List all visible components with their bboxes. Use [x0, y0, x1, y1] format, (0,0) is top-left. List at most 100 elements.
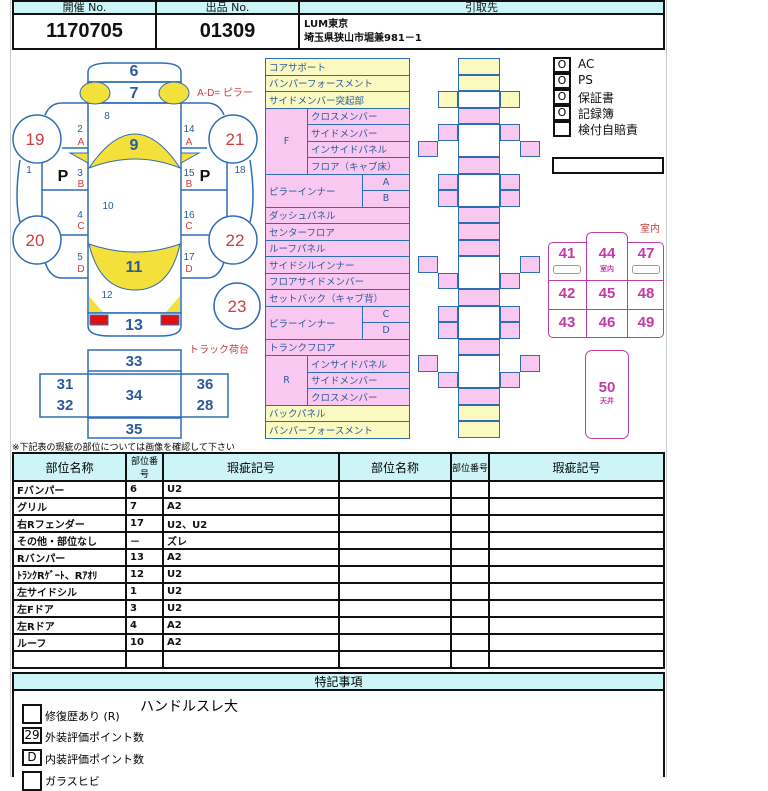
- interior-47[interactable]: 47: [637, 245, 655, 262]
- part-18[interactable]: 18: [234, 165, 246, 176]
- part-10[interactable]: 10: [102, 201, 114, 212]
- frame-square[interactable]: [458, 206, 500, 223]
- frame-square[interactable]: [520, 140, 540, 157]
- frame-square[interactable]: [418, 256, 438, 273]
- frame-square[interactable]: [500, 371, 520, 388]
- frame-rear-inside-panel[interactable]: インサイドパネル: [307, 355, 410, 373]
- part-3[interactable]: 3: [77, 168, 83, 179]
- part-16[interactable]: 16: [183, 210, 195, 221]
- frame-pillar-d[interactable]: D: [362, 322, 410, 340]
- frame-square[interactable]: [458, 404, 500, 421]
- frame-square[interactable]: [438, 371, 458, 388]
- part-9[interactable]: 9: [130, 137, 139, 154]
- frame-square[interactable]: [520, 256, 540, 273]
- frame-square[interactable]: [438, 91, 458, 108]
- interior-46[interactable]: 46: [598, 314, 616, 331]
- frame-square[interactable]: [458, 338, 500, 355]
- frame-square[interactable]: [500, 322, 520, 339]
- frame-square[interactable]: [418, 355, 438, 372]
- spare-23[interactable]: 23: [228, 297, 247, 316]
- frame-square[interactable]: [520, 355, 540, 372]
- interior-44[interactable]: 44: [598, 245, 616, 262]
- part-13[interactable]: 13: [125, 317, 143, 334]
- frame-square[interactable]: [500, 173, 520, 190]
- check-box[interactable]: O: [553, 105, 571, 121]
- part-11[interactable]: 11: [126, 259, 143, 276]
- frame-rear-cross-member[interactable]: クロスメンバー: [307, 388, 410, 406]
- frame-front-side-member[interactable]: サイドメンバー: [307, 124, 410, 142]
- frame-side-sill-inner[interactable]: サイドシルインナー: [265, 256, 410, 274]
- frame-front-inside-panel[interactable]: インサイドパネル: [307, 140, 410, 158]
- truck-28[interactable]: 28: [197, 397, 214, 414]
- frame-pillar-c[interactable]: C: [362, 305, 410, 323]
- repair-history-checkbox[interactable]: [22, 704, 42, 724]
- frame-bumper-reinforcement-rear[interactable]: バンパーフォースメント: [265, 421, 410, 439]
- tire-19[interactable]: 19: [26, 130, 45, 149]
- frame-pillar-inner-cd[interactable]: ピラーインナー: [265, 305, 363, 340]
- check-box[interactable]: O: [553, 73, 571, 89]
- frame-square[interactable]: [438, 322, 458, 339]
- frame-pillar-inner-ab[interactable]: ピラーインナー: [265, 173, 363, 208]
- check-box[interactable]: O: [553, 57, 571, 73]
- part-1[interactable]: 1: [26, 165, 32, 176]
- tire-21[interactable]: 21: [226, 130, 245, 149]
- frame-square[interactable]: [458, 289, 500, 306]
- tire-22[interactable]: 22: [226, 231, 245, 250]
- part-12[interactable]: 12: [101, 290, 113, 301]
- truck-36[interactable]: 36: [197, 376, 214, 393]
- frame-pillar-a[interactable]: A: [362, 173, 410, 191]
- frame-square[interactable]: [438, 272, 458, 289]
- frame-square[interactable]: [458, 388, 500, 405]
- frame-side-member-projection[interactable]: サイドメンバー突起部: [265, 91, 410, 109]
- part-5[interactable]: 5: [77, 252, 83, 263]
- frame-square[interactable]: [418, 140, 438, 157]
- glass-crack-checkbox[interactable]: [22, 771, 42, 791]
- frame-floor-side-member[interactable]: フロアサイドメンバー: [265, 272, 410, 290]
- frame-square[interactable]: [458, 157, 500, 174]
- interior-48[interactable]: 48: [637, 285, 655, 302]
- frame-front-floor[interactable]: フロア（キャブ床）: [307, 157, 410, 175]
- part-2[interactable]: 2: [77, 124, 83, 135]
- frame-square[interactable]: [458, 107, 500, 124]
- frame-bumper-reinforcement-front[interactable]: バンパーフォースメント: [265, 74, 410, 92]
- frame-dash-panel[interactable]: ダッシュパネル: [265, 206, 410, 224]
- part-17[interactable]: 17: [183, 252, 195, 263]
- frame-front-cross-member[interactable]: クロスメンバー: [307, 107, 410, 125]
- frame-square[interactable]: [458, 239, 500, 256]
- check-box[interactable]: O: [553, 89, 571, 105]
- part-15[interactable]: 15: [183, 168, 195, 179]
- frame-square[interactable]: [500, 91, 520, 108]
- part-6[interactable]: 6: [130, 63, 139, 80]
- frame-square[interactable]: [438, 305, 458, 322]
- frame-roof-panel[interactable]: ルーフパネル: [265, 239, 410, 257]
- part-7[interactable]: 7: [130, 85, 139, 102]
- check-box[interactable]: [553, 121, 571, 137]
- tire-20[interactable]: 20: [26, 231, 45, 250]
- frame-square[interactable]: [438, 173, 458, 190]
- interior-42[interactable]: 42: [558, 285, 576, 302]
- truck-32[interactable]: 32: [57, 397, 74, 414]
- interior-49[interactable]: 49: [637, 314, 655, 331]
- frame-trunk-floor[interactable]: トランクフロア: [265, 338, 410, 356]
- frame-back-panel[interactable]: バックパネル: [265, 404, 410, 422]
- truck-33[interactable]: 33: [126, 353, 143, 370]
- truck-31[interactable]: 31: [57, 376, 74, 393]
- frame-square[interactable]: [500, 124, 520, 141]
- frame-square[interactable]: [438, 190, 458, 207]
- frame-square[interactable]: [458, 58, 500, 75]
- frame-pillar-b[interactable]: B: [362, 190, 410, 208]
- frame-setback[interactable]: セットバック（キャブ背）: [265, 289, 410, 307]
- interior-43[interactable]: 43: [558, 314, 576, 331]
- frame-square[interactable]: [438, 124, 458, 141]
- frame-core-support[interactable]: コアサポート: [265, 58, 410, 76]
- frame-square[interactable]: [458, 421, 500, 438]
- frame-center-floor[interactable]: センターフロア: [265, 223, 410, 241]
- interior-45[interactable]: 45: [598, 285, 616, 302]
- truck-35[interactable]: 35: [126, 421, 143, 438]
- frame-square[interactable]: [458, 74, 500, 91]
- part-14[interactable]: 14: [183, 124, 195, 135]
- frame-square[interactable]: [458, 223, 500, 240]
- interior-41[interactable]: 41: [558, 245, 576, 262]
- part-4[interactable]: 4: [77, 210, 83, 221]
